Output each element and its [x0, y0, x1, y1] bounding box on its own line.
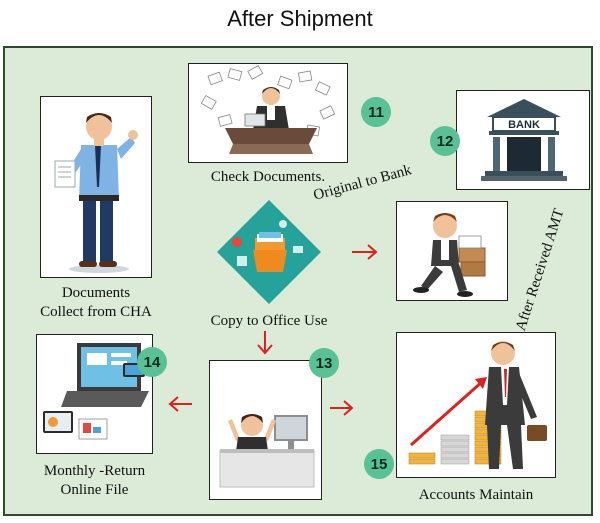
- check-documents-card: [188, 63, 348, 163]
- running-courier-icon: [413, 213, 486, 297]
- accounts-maintain-label: Accounts Maintain: [418, 487, 534, 503]
- documents-collect-label-line2: Collect from CHA: [40, 304, 152, 320]
- papers-desk-worker-icon: [200, 64, 336, 154]
- laptop-online-filing-icon: [43, 343, 149, 440]
- office-staff-desk-icon: [219, 414, 315, 488]
- check-documents-label: Check Documents.: [210, 169, 326, 185]
- courier-card: [396, 201, 508, 301]
- businessman-with-document-icon: [54, 113, 138, 273]
- bank-card: BANK: [456, 90, 590, 190]
- monthly-return-label-line1: Monthly -Return: [43, 463, 146, 479]
- documents-collect-card: [40, 96, 152, 278]
- accounts-card: [396, 332, 556, 478]
- step-badge-15: 15: [364, 449, 394, 479]
- bank-sign-text: BANK: [508, 119, 540, 131]
- step-badge-13: 13: [309, 348, 339, 378]
- monthly-return-card: [36, 334, 153, 454]
- page-title: After Shipment: [227, 6, 373, 31]
- monthly-return-label-line2: Online File: [60, 482, 129, 498]
- growth-coins-businessman-icon: [408, 341, 547, 469]
- bank-building-icon: BANK: [481, 99, 567, 181]
- step-badge-11: 11: [361, 97, 391, 127]
- office-copy-diamond-icon: [217, 200, 321, 304]
- step-badge-12: 12: [430, 126, 460, 156]
- step-badge-14: 14: [137, 347, 167, 377]
- office-staff-card: [209, 360, 322, 500]
- copy-to-office-label: Copy to Office Use: [210, 313, 328, 329]
- documents-collect-label-line1: Documents: [61, 285, 131, 301]
